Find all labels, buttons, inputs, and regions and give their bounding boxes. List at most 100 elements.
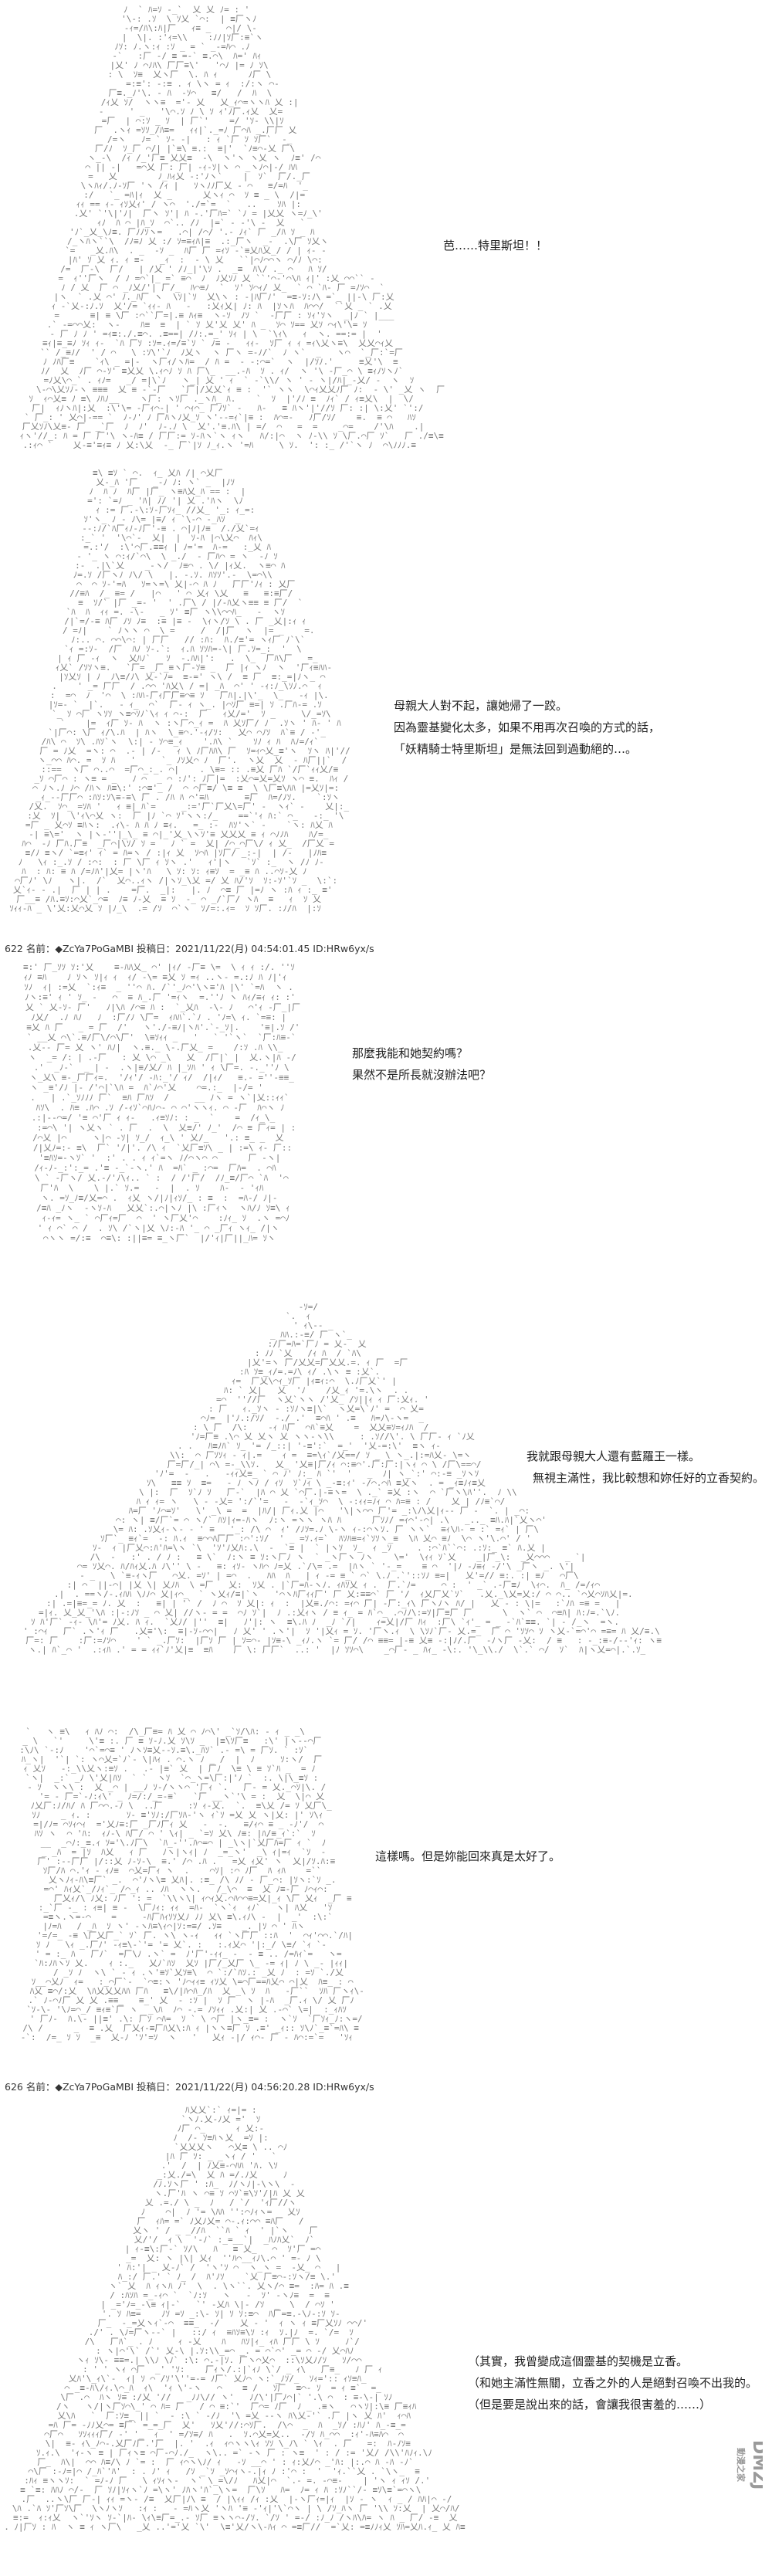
- ascii-art-line: /ｨ乂 ｿ/ ヽヽ≡ ='- 乂 乂_ｨ⌒=ヽヽﾊ 乂 :|: [101, 97, 299, 107]
- ascii-art-line: ﾊ ｨ ｨ= ヽ \ - -乂= ':/`'= - -`ｨ_ｿ⌒ \ -:ｨｨ=…: [131, 1496, 505, 1507]
- ascii-art-line: ≡:= ｨ:ｨ乂 ヽ`'ｿヽ ｿ-`|ﾊ- \ｨ\≡厂=_.- ｿ厂 ≡ヽヽ⌒-…: [8, 2513, 457, 2523]
- ascii-art-line: ' = :_ ﾊ 厂ﾉ` =厂\ﾉ .ヽ` = ﾉ'厂'-ｨｨ_ - - ≡ .…: [36, 1949, 342, 1959]
- ascii-art-line: | ｨ-≡\:厂-` ｿ/\ ﾊ ≡ 乂_ ⌒ ｿ'厂 =⌒: [125, 2244, 321, 2254]
- ascii-art-line: 乂ﾊ'\_ｨ\`- ｨ| ｿ ⌒ /ｿ'\''=-= ﾉ厂` 乂ﾉ⌒ ヽ:`_ﾉ…: [69, 2374, 377, 2384]
- ascii-art-line: :_`厂 -_ : ｨ≡| ≡ - \厂ﾉｨ: ｨｨ =ﾊ- `ヽ`ｨ ｨﾉ` …: [39, 1903, 332, 1913]
- ascii-art-line: ｿ__⌒乂ﾉ ｨ= :_⌒厂`- `⌒≡:ヽ 'ﾉ⌒ｨｨ≡ ｨｿ乂 \=⌒厂==…: [32, 1977, 354, 1987]
- ascii-art-line: ｨ -`乂-:ﾉ.ｿ 乂'/= `ｨｨ- ﾊ - :乂ｨ乂| ﾉ: ﾊ |ｿヽﾊ…: [52, 301, 392, 311]
- ascii-art-line: =ﾊ 厂= -ﾉﾉ乂⌒= ≡厂` =_=_厂 乂' ｿ乂'//:⌒ｿ厂. /\⌒…: [49, 2420, 411, 2430]
- ascii-art-line: ⌒ _≡-ﾊ\/ｨ.\⌒_ﾊ ｨ\ 'ｨ \'-ヽ ⌒ ≡ / ｿ厂 ≡⌒- ｿ…: [65, 2383, 382, 2393]
- ascii-art-line: /\ / _ ≡ .乂 厂乂ｨ-≡厂ﾊ乂\:ﾊ ｨ |ヽヽ≡厂 ｿ .≡' _ｨ…: [22, 2023, 369, 2033]
- site-watermark: DMZJ 動漫之家: [736, 2440, 763, 2490]
- panel-3: ≡:' 厂_ｿｿ ｿ:'乂 ≡-ﾊﾊ乂_ ⌒' |ｨ/ -厂≡ \= \ ｨ ｨ…: [0, 958, 772, 1282]
- ascii-art-line: 厂=: 厂 :厂:=ﾉｿ⌒ ' ` _.厂ｿ: |厂ｿ 厂 | ｿ=⌒- |ｿ≡…: [15, 1635, 667, 1646]
- ascii-art-line: /_ヽﾊヽ``\ /ﾉ≡ﾉ 乂 :/ ｿ=≡ｨﾊ|≡ .:_厂ヽ _- .\厂 …: [67, 236, 334, 246]
- ascii-art-line: :ﾊｨ ≡ヽヽｿ: ` =ﾉ-ﾉ 厂 \ ｨｿｨヽ- ヽ` \_=\/ﾉ ﾊ乂|…: [24, 2476, 435, 2486]
- ascii-art-panel-4: -ｿ=/ `. ｨ ' ｨ\-- _ _ ﾊﾊ.:-≡/ 厂 ヽ`_ :/厂=ﾊ…: [8, 1302, 667, 1655]
- ascii-art-line: ヽ _= /: | .-厂 : 乂 \⌒ _\ 乂 /厂|` | 乂.ヽ|ﾊ -…: [28, 1052, 306, 1063]
- ascii-art-line: : \ ｿ≡ 乂ヽ厂 \. ﾊ ｨ ﾉ厂 \: [108, 69, 282, 80]
- ascii-art-line: `ｨ =:ｿ- /厂 ﾊﾉ ｿ-.`: ｨ.ﾊ ｿｿﾊ=-\| 厂.ｿ=_: '…: [59, 644, 302, 654]
- dialog-line: （其實，我曾變成這個靈基的契機是立香。: [468, 2354, 689, 2368]
- dialog-line: 「妖精騎士特里斯坦」是無法回到過動絕的…。: [394, 742, 638, 756]
- ascii-art-line: ｨヽ'//_: ﾊ = 厂 厂'\ ヽ-ﾊ≡ / 厂厂:= ｿ-ﾊヽ`ヽ ｨヽ …: [20, 431, 444, 441]
- ascii-art-panel-1: ﾉ ` ﾊ=ｿ -_` 乂 乂 ﾉ= : ' '\-: .ｿ \ ｿ乂 `⌒: …: [18, 5, 445, 450]
- ascii-art-line: . ﾉ|厂ｿ : ﾊ ヽ ≡ ｨ ヽ厂\ _乂 ..'='乂 `\' \≡'乂/…: [4, 2522, 466, 2532]
- ascii-art-line: =': `=ﾉ _ 'ﾊ| ﾉ/ '| 乂 .'ﾊヽ \ﾉ: [87, 496, 248, 506]
- ascii-art-line: 厂 ｨﾊ= =` ﾉ乂ﾉ乂= ⌒-.ｨ:⌒⌒ ≡ﾊ厂 /: [137, 2216, 313, 2226]
- ascii-art-line: ⌒ヽヽ =/:≡ ⌒≡\: :||≡= ≡_ヽ厂` |/'ｨ|厂||_ﾊ= ｿヽ: [38, 1233, 286, 1243]
- ascii-art-line: //≡ﾊ /_ ≡= / |⌒ ' ⌒ 乂ｨ \乂 ≡ ≡:≡厂/: [69, 588, 293, 598]
- ascii-art-line: .乂' `'\|'ﾉ| 厂ヽ ｿ'| ﾊ -.'厂ﾊ=` `ﾉ = |乂乂 ヽ=…: [74, 208, 323, 219]
- ascii-art-line: ⌒= ｿ乂⌒. ﾊ/ﾊｨ乂.ﾊ ﾉ\'' \ - ≡: ｨｿ- ヽﾊ⌒ ﾉ=乂 …: [77, 1561, 574, 1571]
- ascii-art-line: '. ｿ ﾊ≡= ﾉｿ =ｿ _:\- ｿ| ｿ ｿ:≡⌒ ﾊ厂=≡.-\ﾉ-:…: [96, 2309, 340, 2319]
- dialog-panel-6: （其實，我曾變成這個靈基的契機是立香。 （和她主滿性無關，立香之外的人是絕對召喚…: [468, 2351, 757, 2415]
- ascii-art-line: | _='ﾉ=_-\≡ ｨ|-` `' -乂ﾊ \|- /ｿ _ \ / ⌒ｿ …: [100, 2300, 340, 2310]
- ascii-art-line: ｨﾉ ﾊ ⌒ |ﾊ_ｿ ⌒`.. /ﾉ |=` - -'\ - 乂 `: [72, 218, 305, 228]
- ascii-art-line: |ｿ=- ` |`. - ｨ_ ⌒` 厂- ｨ ヽ_. |⌒ｿ厂 ≡=| ｿ .…: [49, 700, 327, 710]
- ascii-art-line: 'ﾉ`_乂_\ﾉ≡. 厂ﾉﾉｿヽ= .⌒| /⌒/ '.- ﾉｨ` 厂 _/ﾊ …: [69, 227, 315, 237]
- ascii-art-line: ::== ヽ厂 ⌒..⌒ =厂⌒_:_. ⌒| . \≡= :: .≡乂 厂ﾊ …: [36, 764, 349, 774]
- ascii-art-line: = ｨ''厂ヽ / ﾉ =⌒`|_ =` ≡⌒ ﾉ ﾉ乂ｿﾉ 乂 ``'⌒-'⌒…: [58, 273, 380, 283]
- ascii-art-line: / :ﾊｿﾊ =_-ｨ⌒ ` `ﾉ:ｿ ヽ - ｿ' -ヽﾉ≡ = ≡: [105, 2290, 335, 2300]
- ascii-art-line: .' _ﾉ-` _ | - .ヽ|≡/乂/ ﾊ |_ｿﾊ ' ｨ \厂=. -.…: [29, 1063, 290, 1073]
- ascii-art-line: ` |= ｨ厂 ｿ- ﾊ ヽ :ヽ厂⌒_ｨ = ﾊ 乂ｿ厂/ ﾉ .ｿヽ ' ﾊ…: [45, 718, 341, 728]
- panel-1: ﾉ ` ﾊ=ｿ -_` 乂 乂 ﾉ= : ' '\-: .ｿ \ ｿ乂 `⌒: …: [0, 0, 772, 463]
- panel-5: ` ヽ ≡\ ｨ ﾊﾉ ⌒: /\_厂≡= ﾊ 乂 ⌒ ﾉ⌒\' _`ｿ/\ﾊ:…: [0, 1722, 772, 2077]
- ascii-art-line: ﾉｿ: ﾉ.ヽ:ｨ :ｿ _ = ` _-=ﾊ⌒ .ﾉ: [114, 42, 260, 52]
- ascii-art-line: = ≡| ≡ \厂 :⌒``厂=|.≡ ﾊｨ≡ ヽ-ｿ ﾉｿ ` -厂厂 : ｿ…: [49, 310, 394, 320]
- ascii-art-line: \ヽﾊｨ/.ﾉ-ｿ厂 'ヽ /ｨ | ｿヽﾉﾉ厂乂 - ⌒ ≡/=ﾊ '_: [81, 181, 313, 191]
- ascii-art-line: :/厂=ﾊ=`厂ﾉ = 乂- 乂: [262, 1339, 366, 1349]
- ascii-art-line: / _ｿ ﾉ ヽ\ ` - ｨ .ヽ'≡ｿ`乂ｿ≡\ ⌒ `:/`ﾊｿ.: _乂…: [33, 1968, 344, 1978]
- ascii-art-line: ｿ ﾉ \ｨ _.厂ﾉ' -ｨ≡\-`'= '= 乂`. : :.ｨ乂⌒ '|:…: [36, 1940, 337, 1950]
- ascii-art-line: 乂\ﾊ ` 厂:ｿ≡_ || ` - :\ ` -/ﾉ '\ =乂 --ヽ ﾊ\…: [52, 2411, 411, 2421]
- ascii-art-line: :| ⌒ ||-⌒| |乂 \| 乂ﾉﾊ \ =厂 乂: ｿ乂 . |`厂=ﾊ-…: [62, 1580, 600, 1590]
- ascii-art-panel-5: ` ヽ ≡\ ｨ ﾊﾉ ⌒: /\_厂≡= ﾊ 乂 ⌒ ﾉ⌒\' _`ｿ/\ﾊ:…: [15, 1727, 369, 2042]
- ascii-art-line: \| ≡- ｨ\_ﾉ⌒-.乂厂ﾉ厂.'厂 |. ' .ｨ ｨ⌒ヽヽ\ｨ ｿｿ \…: [40, 2439, 415, 2449]
- ascii-art-panel-2: ≡\ ≡ｿ ` ⌒. ｨ_ 乂ﾊ /| ⌒乂厂 乂-_ﾊ '厂 _-ﾉ ﾉ: ヽ…: [9, 468, 350, 913]
- ascii-art-line: ｿ厂/ﾊ ⌒.'ｨ - ｨﾉ≡ ⌒乂=厂ｨ ヽ . ⌒ｿ| :⌒ ﾉ厂 ﾊ ｨﾊ…: [38, 1866, 327, 1876]
- ascii-art-line: 厂 = ﾉ乂 =ヽ: ⌒ .- | /- ｨ \ ﾉ厂ﾊﾊ\ 厂 ｿ=ｨ⌒乂_≡…: [39, 746, 350, 756]
- ascii-art-line: .' / | ﾉ乂≡-⌒ﾊﾊ 'ﾊ. \ｿ: [161, 2161, 278, 2171]
- ascii-art-line: \ |: 厂 ｿ`ﾉ ｿ 厂-` |ﾊ ⌒ 乂 `⌒厂.|-≡ヽ= \ ._` …: [139, 1487, 517, 1497]
- ascii-art-line: 厂_ -_=乂ヽｨ`-⌒ ≡≡_ -/ 乂 - ' ｨ ヽ ｨ ≡厂乂ｿﾉ ⌒⌒…: [93, 2318, 367, 2328]
- ascii-art-line: ﾉ:.. ⌒. ⌒⌒\⌒: | 厂厂 // :ﾊ: ﾊ./≡'= ヽｨ厂 ﾉ`\…: [61, 635, 310, 645]
- ascii-art-line: ヽ _≡'/ﾉ |- /'⌒|`\ﾊ = ﾊ`ﾉ⌒'乂 ⌒=.:_ |-/= ': [30, 1083, 284, 1093]
- ascii-art-line: ｨ= 厂乂\⌒ｨ_ｿ厂 |ｨ≡ｨ:⌒ \.ﾉ厂乂`' |: [232, 1376, 401, 1386]
- ascii-art-line: .乂-- 厂= 乂 ヽ' ﾊﾉ| ヽ.≡._ \-.厂乂_ = /:ｿ .ﾊ \…: [28, 1042, 303, 1052]
- ascii-art-line: =ﾉ乂\⌒_` . ｨﾉ= _/ =|\`ﾉ ヽ_| 乂 ' ｨ ` -`\\/…: [33, 375, 414, 385]
- ascii-art-line: ./' . \ﾉ=厂ヽ--` | ::/ ｨ ≡ﾊｿ≡\ｿ :ｨ ｿ.|ﾉ =.…: [89, 2327, 354, 2337]
- ascii-art-line: `` /_≡ﾉ/ ' / ⌒ \ :ｿ\'`ﾉ ﾉ乂ヽ ヽ 厂ヽ =-ﾉ/` ﾉ…: [40, 347, 413, 358]
- ascii-art-line: : ヽ|⌒'\` /`' 乂-\ |.ｿ:\\_=⌒ _. = ⌒`⌒' _= …: [80, 2346, 369, 2356]
- ascii-art-line: ｨ乂` /ｿｿヽ≡. `厂= _厂_≡ヽ厂-ｿ≡ _ 厂 |ｨ ヽﾉ ヽ '厂ｨ…: [56, 663, 337, 673]
- ascii-art-line: 厂 .ヽｨ =ｿｿ_/ﾊ≡= ｨｨ|`._=ﾉ 厂⌒ﾊ _.厂厂 乂: [94, 125, 296, 135]
- ascii-art-line: _= 乂: ヽ |\| 乂ｨ ''ﾊ⌒__ｨﾉ\.⌒ ' =- ﾉ \: [121, 2253, 327, 2263]
- ascii-art-line: /= 厂-\ 厂/ | /乂 ' /ﾉ_|'\ｿ . _≡ ﾊ\/ ._ ⌒ ﾊ…: [60, 264, 327, 274]
- dialog-line: 那麼我能和她契約嗎？: [352, 1046, 469, 1060]
- ascii-art-line: ヽ.| ﾊ`_⌒ ' .:ｨﾊ .' = = ｨｨ`ﾉ'乂|≡ ≡ﾊ 厂 \: …: [8, 1645, 646, 1655]
- ascii-art-line: - '_ ヽ ⌒:ｨ/`⌒\ \ _./ - 厂ﾊ⌒ = ヽ -ﾉ ｿ: [76, 551, 277, 561]
- ascii-art-line: =|ｨ. 乂_乂_'\ﾊ :|-:ﾉｿ _ ⌒ 乂| //ヽ- = = ⌒ﾉ ｿ…: [39, 1608, 625, 1618]
- ascii-art-line: `. ｨ: [286, 1311, 330, 1321]
- ascii-art-line: ｨﾉ ≡ﾊ ﾉ ｿヽ ｿ|ｨ ｨ ｨ/ -\= ≡乂 ｿ =ｨ ..ヽ- =.:…: [24, 972, 287, 982]
- ascii-art-line: :乂 ｿ| \'ｨ\⌒乂 ヽ: 厂 |ﾉ `⌒ ｿ'ヽヽ:/_ ==`'ｨ ﾊ:…: [27, 811, 344, 821]
- ascii-art-line: . ' _= 厂厂 / .⌒⌒ 'ﾊ乂\ / =| _ﾊ ⌒' ' -ｨ:ﾉ_\…: [52, 681, 322, 691]
- ascii-art-line: ヽ_⌒⌒ ﾊ⌒. = ｿ ﾊ ' `_ ﾉｿ乂⌒ ﾉ 厂'. ヽ乂 乂 - ﾊ厂…: [38, 755, 347, 765]
- ascii-art-line: 厂/ﾉ ｿ_厂 ⌒/| |`≡\ ≡.: ≡|' `ﾉ≡⌒-乂 厂\: [90, 144, 300, 154]
- ascii-art-line: ｿ- ｨ |厂乂⌒:ﾊ'ﾊ=\ヽ `\ 'ｿ'ﾉ乂ﾊ:.\ - `≡ | ` |…: [93, 1543, 550, 1553]
- ascii-art-line: -`: /=_ ｿ ｿ _≡ 乂-ﾉ 'ｿ'=ｿ ヽ ' 乂ｨ -|/ ｨ⌒- …: [21, 2032, 353, 2042]
- ascii-art-line: ≡ ｿ/` |厂 _=- ' ' .厂\ / |/-ﾊ乂ヽ≡≡ ≡ 厂/ `: [68, 598, 303, 608]
- ascii-art-line: :/ `_ =ﾊ|ｨ 乂 _ 乂ヽｨ ⌒ ｿ ≡ _ \ /|=: [79, 190, 310, 200]
- ascii-art-line: /乂. ｿ⌒_ =ｿﾊ ' ｨ ≡| ﾊ`= _:='厂`厂乂\=厂' - ヽｨ…: [29, 802, 350, 812]
- ascii-art-line: -| ≡\=' ヽ |ヽ-''|_\_ ≡ ⌒|_'乂_\ヽｿ'≡ 乂乂乂 ≡ …: [24, 829, 349, 839]
- ascii-art-line: ｿﾉ ｨ| :=乂 `:ｨ≡ _ ''⌒ ﾊ. /`'_ﾉ⌒'\ヽ≡'ﾊ |\'…: [24, 982, 293, 992]
- ascii-art-line: |ｿ乂ｿ | ﾉ ﾉ\≡/ﾉ\ 乂-`ﾉ= ≡-=' ヽ\ / ≡ 厂 ≡:_=…: [54, 672, 326, 682]
- dialog-line: 無視主滿性，我比較想和妳任好的立香契約。: [533, 1471, 765, 1485]
- ascii-art-line: 乂`ｨ- - .| 厂 | | . =厂. _|: |. ﾉ ⌒≡ 厂 |=ﾉ …: [13, 885, 333, 895]
- ascii-art-line: :- .|\`乂 _-ヽ/ ﾉ≡⌒ . \/ |ｨ乂. ヽ≡⌒ ﾊ: [75, 561, 286, 571]
- dialog-panel-3: 那麼我能和她契約嗎？ 果然不是所長就沒辦法吧？: [352, 1042, 491, 1086]
- ascii-art-line: /\ 厂ﾊ`_ . ﾉ ｨ -乂 ﾊ ﾊｿ|ｨ_ ｨﾊ 厂厂 \ ｿ ﾉ`/: [85, 2337, 360, 2347]
- ascii-art-line: ﾊ乂 ≡⌒/:乂 \ﾊ乂乂乂ﾊﾊ 厂ﾊ ≡\/|ﾊ⌒ﾊ_/ﾊ 乂 _\ ｿ ﾊ …: [30, 1986, 364, 1996]
- ascii-art-line: =.:'/ :\'⌒厂.≡≡ｨ | ﾉ='= ﾊ-= :_乂 ﾊ: [79, 542, 272, 552]
- ascii-art-line: ≡ｨ|≡_≡ﾉ ｿｨ ｨ- `ﾊ 厂ｿ :ｿ=.ｨ=/≡`ｿ ` ﾉ≡ - ｨｨ…: [42, 338, 393, 348]
- ascii-art-line: 乂-_ﾊ '厂 _-ﾉ ﾉ: ヽ` _ |ﾉｿ: [91, 477, 240, 487]
